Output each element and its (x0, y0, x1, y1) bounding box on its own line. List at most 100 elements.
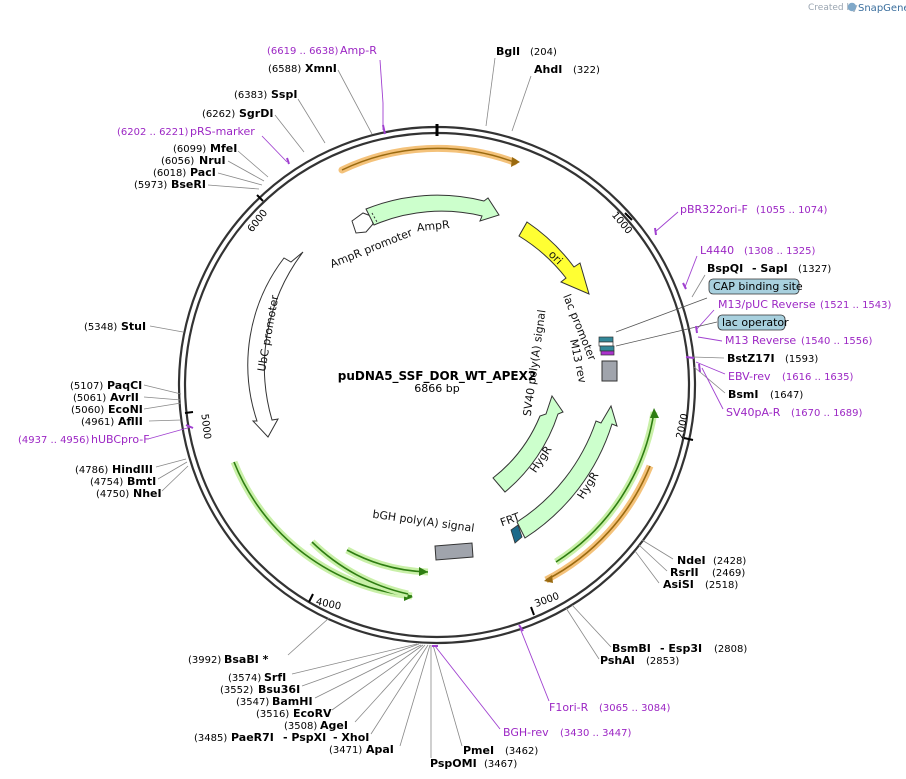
enzyme-esp3i[interactable]: - Esp3I (660, 642, 702, 655)
enzyme-bgli-pos: (204) (530, 47, 557, 58)
enzyme-bsmi[interactable]: BsmI (728, 388, 759, 401)
enzyme-paer7i[interactable]: PaeR7I (231, 731, 274, 744)
enzyme-paci[interactable]: PacI (190, 166, 216, 179)
enzyme-ndei-pos: (2428) (713, 556, 746, 567)
cap-binding-site-label: CAP binding site (713, 280, 803, 293)
enzyme-stui[interactable]: StuI (121, 320, 146, 333)
enzyme-bsu36i[interactable]: Bsu36I (258, 683, 300, 696)
enzyme-sspi[interactable]: SspI (271, 88, 297, 101)
enzyme-xmni[interactable]: XmnI (305, 62, 337, 75)
primer-mark-f1ori-r (518, 624, 524, 632)
enzyme-srfi[interactable]: SrfI (264, 671, 286, 684)
leader-sv40pa-r (701, 367, 724, 410)
tick-mark-1000 (624, 212, 633, 221)
enzyme-aflii[interactable]: AflII (118, 415, 143, 428)
primer-hubcpro-f[interactable]: hUBCpro-F (91, 433, 150, 446)
enzyme-apai[interactable]: ApaI (366, 743, 394, 756)
snapgene-logo-icon (847, 2, 857, 12)
leader-stui (149, 325, 184, 333)
enzyme-bsmi-pos: (1647) (770, 390, 803, 401)
enzyme-bstz17i[interactable]: BstZ17I (727, 352, 775, 365)
enzyme-sgrdi[interactable]: SgrDI (239, 107, 273, 120)
enzyme-ahdi[interactable]: AhdI (534, 63, 562, 76)
enzyme-pspomi[interactable]: PspOMI (430, 757, 477, 770)
leader-apai (399, 644, 431, 747)
leader-f1ori-r (519, 627, 550, 702)
enzyme-agei[interactable]: AgeI (320, 719, 348, 732)
enzyme-nrui-pos: (6056) (161, 156, 194, 167)
primer-l4440-range: (1308 .. 1325) (744, 246, 816, 257)
primer-marks (185, 124, 701, 647)
enzyme-bsmbi-pos: (2808) (714, 644, 747, 655)
cap-binding-site-box[interactable] (708, 278, 800, 295)
leader-xmni (337, 69, 373, 135)
primer-mark-sv40pa-r (698, 363, 701, 373)
primer-mark-m13-puc (695, 325, 698, 334)
enzyme-bsmbi[interactable]: BsmBI (612, 642, 651, 655)
primer-m13-reverse[interactable]: M13 Reverse (725, 334, 796, 347)
primer-ebv-rev[interactable]: EBV-rev (728, 370, 771, 383)
leader-xhoi (370, 644, 429, 735)
enzyme-paqci[interactable]: PaqCI (107, 379, 142, 392)
leader-ebv-rev (695, 361, 726, 375)
hygr-arrow-inner (492, 394, 564, 493)
ori-arrow (518, 221, 590, 295)
enzyme-bgli[interactable]: BglI (496, 45, 520, 58)
ampr-promoter-label: AmpR promoter (328, 226, 414, 271)
enzyme-bspqi[interactable]: BspQI (707, 262, 743, 275)
frt-block (510, 524, 523, 544)
enzyme-sapi[interactable]: - SapI (752, 262, 788, 275)
primer-bgh-rev[interactable]: BGH-rev (503, 726, 549, 739)
enzyme-bmti-pos: (4754) (90, 477, 123, 488)
lac-operator-label: lac operator (722, 316, 789, 329)
primer-prs-marker[interactable]: pRS-marker (190, 125, 255, 138)
enzyme-bsabi[interactable]: BsaBI * (224, 653, 269, 666)
primer-l4440[interactable]: L4440 (700, 244, 734, 257)
enzyme-ecorv[interactable]: EcoRV (293, 707, 332, 720)
primer-pbr322ori-f[interactable]: pBR322ori-F (680, 203, 748, 216)
orf-right-green-arrowhead (650, 408, 659, 418)
primer-m13-puc-reverse[interactable]: M13/pUC Reverse (718, 298, 816, 311)
enzyme-ahdi-pos: (322) (573, 65, 600, 76)
leader-prs-marker (261, 135, 288, 163)
leader-bgh-rev (434, 645, 501, 730)
enzyme-bstz17i-pos: (1593) (785, 354, 818, 365)
leader-ecorv (331, 644, 424, 711)
enzyme-xhoi[interactable]: - XhoI (333, 731, 369, 744)
enzyme-econi[interactable]: EcoNI (108, 403, 143, 416)
primer-sv40pa-r[interactable]: SV40pA-R (726, 406, 781, 419)
primer-bgh-rev-range: (3430 .. 3447) (560, 728, 632, 739)
enzyme-pspomi-pos: (3467) (484, 759, 517, 770)
leader-bmti (157, 461, 188, 480)
enzyme-nhei[interactable]: NheI (133, 487, 162, 500)
enzyme-bmti[interactable]: BmtI (127, 475, 156, 488)
enzyme-nrui[interactable]: NruI (199, 154, 226, 167)
enzyme-bamhi[interactable]: BamHI (272, 695, 313, 708)
enzyme-stui-pos: (5348) (84, 322, 117, 333)
leader-srfi (291, 643, 418, 675)
enzyme-aflii-pos: (4961) (81, 417, 114, 428)
enzyme-ndei[interactable]: NdeI (677, 554, 706, 567)
orf-left-highlight-1 (230, 460, 413, 600)
enzyme-pmei[interactable]: PmeI (463, 744, 494, 757)
primer-sv40pa-r-range: (1670 .. 1689) (791, 408, 863, 419)
primer-amp-r[interactable]: Amp-R (340, 44, 377, 57)
enzyme-pspxi[interactable]: - PspXI (283, 731, 326, 744)
enzyme-rsrii[interactable]: RsrII (670, 566, 699, 579)
enzyme-asisi[interactable]: AsiSI (663, 578, 694, 591)
primer-labels: Amp-R (6619 .. 6638) pRS-marker (6202 ..… (18, 44, 892, 739)
primer-f1ori-r[interactable]: F1ori-R (549, 701, 589, 714)
primer-pbr322ori-f-range: (1055 .. 1074) (756, 205, 828, 216)
enzyme-mfei[interactable]: MfeI (210, 142, 237, 155)
leader-nhei (161, 465, 189, 492)
enzyme-hindiii[interactable]: HindIII (112, 463, 153, 476)
enzyme-pshai[interactable]: PshAI (600, 654, 635, 667)
leader-hindiii (155, 458, 187, 468)
enzyme-bseri[interactable]: BseRI (171, 178, 206, 191)
brand-name: SnapGene (858, 3, 906, 14)
lac-operator-box[interactable] (717, 314, 786, 331)
orf-left-arrow-1 (233, 461, 413, 597)
enzyme-avrii[interactable]: AvrII (110, 391, 139, 404)
ubc-promoter-arrow (247, 251, 304, 438)
